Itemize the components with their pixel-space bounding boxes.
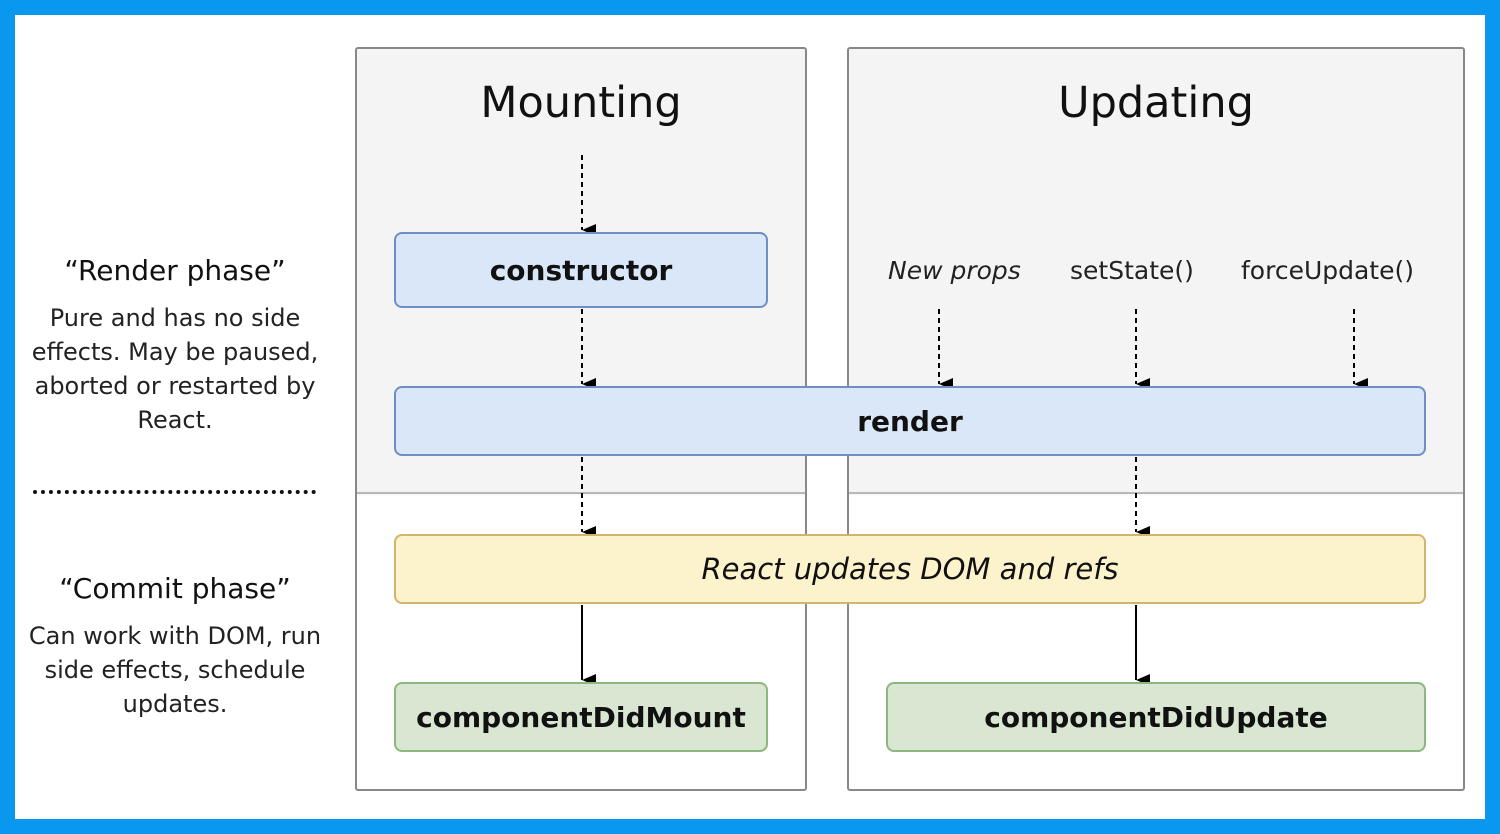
updating-phase-divider [849,492,1463,494]
component-did-mount-label: componentDidMount [416,700,746,734]
react-updates-dom-label: React updates DOM and refs [701,552,1119,586]
mounting-title: Mounting [480,78,682,128]
react-updates-dom-node: React updates DOM and refs [394,534,1426,604]
trigger-force-update: forceUpdate() [1241,256,1414,285]
constructor-label: constructor [489,253,673,287]
component-did-update-label: componentDidUpdate [984,700,1328,734]
render-node: render [394,386,1426,456]
component-did-update-node: componentDidUpdate [886,682,1426,752]
render-phase-description: Pure and has no side effects. May be pau… [31,304,319,434]
render-phase-title: “Render phase” [64,254,286,287]
commit-phase-description: Can work with DOM, run side effects, sch… [28,622,322,718]
trigger-set-state: setState() [1070,256,1194,285]
phase-separator [33,490,316,494]
commit-phase-title: “Commit phase” [59,572,291,605]
trigger-new-props: New props [888,256,1021,285]
component-did-mount-node: componentDidMount [394,682,768,752]
updating-title: Updating [1058,78,1254,128]
render-label: render [857,404,963,438]
constructor-node: constructor [394,232,768,308]
